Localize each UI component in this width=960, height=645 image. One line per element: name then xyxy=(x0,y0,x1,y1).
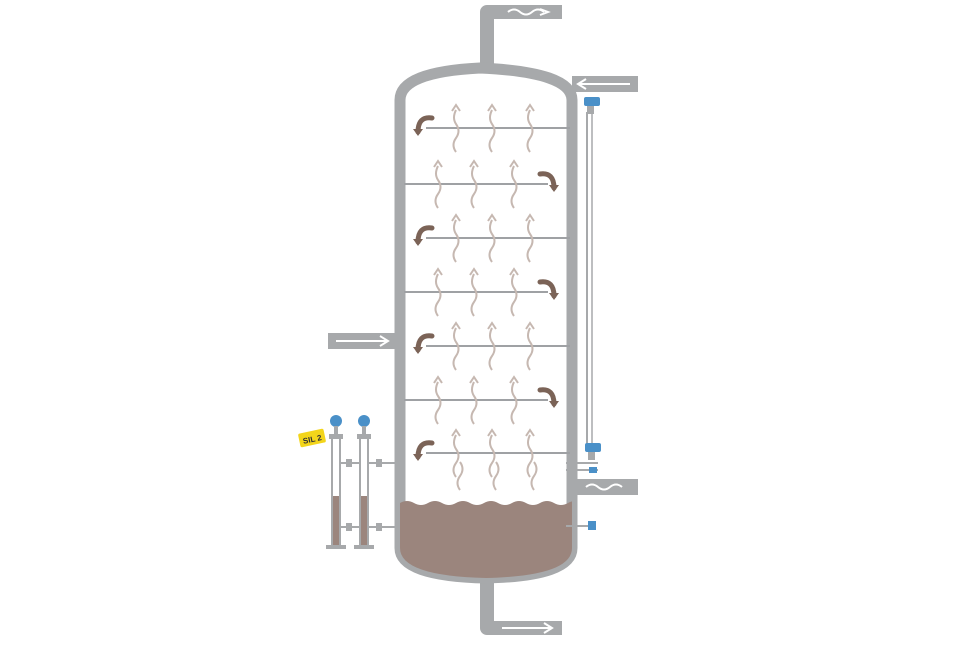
wavy-arrow-icon xyxy=(488,109,496,153)
wavy-arrow-head-icon xyxy=(509,159,519,168)
temperature-sensor-icon xyxy=(588,521,596,530)
wavy-arrow-icon xyxy=(510,273,518,317)
valve-icon xyxy=(589,467,597,473)
reboiler-wave-icon xyxy=(585,483,623,491)
wavy-arrow-icon xyxy=(530,461,538,491)
wavy-arrow-head-icon xyxy=(451,103,461,112)
reflux-inlet-pipe xyxy=(572,76,638,92)
wavy-arrow-head-icon xyxy=(487,428,497,437)
wavy-arrow-head-icon xyxy=(487,321,497,330)
wavy-arrow-head-icon xyxy=(525,428,535,437)
wavy-arrow-icon xyxy=(488,327,496,371)
transmitter-neck xyxy=(334,426,338,438)
tray-stack xyxy=(404,103,570,491)
wavy-arrow-icon xyxy=(526,109,534,153)
wavy-arrow-icon xyxy=(526,219,534,263)
wavy-arrow-head-icon xyxy=(487,103,497,112)
wavy-arrow-head-icon xyxy=(469,159,479,168)
wavy-arrow-head-icon xyxy=(451,213,461,222)
wavy-arrow-icon xyxy=(470,381,478,425)
gauge-base xyxy=(326,545,346,549)
wavy-arrow-icon xyxy=(526,327,534,371)
wavy-arrow-icon xyxy=(492,461,500,491)
left-level-gauges xyxy=(326,415,400,549)
reflux-inlet-arrow-icon xyxy=(576,78,630,90)
wavy-arrow-icon xyxy=(452,434,460,478)
curved-arrow-head-icon xyxy=(413,239,423,246)
curved-arrow-head-icon xyxy=(549,185,559,192)
wavy-arrow-icon xyxy=(488,219,496,263)
feed-arrow-icon xyxy=(336,335,390,347)
sight-glass-level xyxy=(361,496,367,545)
wavy-arrow-icon xyxy=(434,381,442,425)
curved-arrow-head-icon xyxy=(549,401,559,408)
wavy-arrow-head-icon xyxy=(433,267,443,276)
top-outlet-pipe xyxy=(480,5,562,70)
vapor-outlet-wave-icon xyxy=(507,8,545,16)
wavy-arrow-head-icon xyxy=(451,428,461,437)
wavy-arrow-head-icon xyxy=(525,321,535,330)
sight-glass-level xyxy=(333,496,339,545)
isolation-valve-icon xyxy=(346,523,352,531)
wavy-arrow-icon xyxy=(470,273,478,317)
curved-arrow-head-icon xyxy=(413,454,423,461)
gauge-base xyxy=(354,545,374,549)
level-transmitter-icon xyxy=(358,415,370,427)
wavy-arrow-icon xyxy=(526,434,534,478)
wavy-arrow-icon xyxy=(470,165,478,209)
level-transmitter-icon xyxy=(585,443,601,460)
wavy-arrow-icon xyxy=(488,434,496,478)
transmitter-neck xyxy=(362,426,366,438)
wavy-arrow-icon xyxy=(452,327,460,371)
curved-arrow-head-icon xyxy=(413,347,423,354)
wavy-arrow-icon xyxy=(510,381,518,425)
wavy-arrow-icon xyxy=(452,109,460,153)
bottoms-arrow-icon xyxy=(502,622,554,634)
wavy-arrow-icon xyxy=(456,461,464,491)
right-level-instrument xyxy=(566,97,601,530)
reboiler-return-pipe xyxy=(572,479,638,495)
wavy-arrow-head-icon xyxy=(451,321,461,330)
wavy-arrow-icon xyxy=(452,219,460,263)
gauge-cap xyxy=(357,434,371,439)
wavy-arrow-head-icon xyxy=(469,375,479,384)
curved-arrow-head-icon xyxy=(549,293,559,300)
outlet-arrow-icon xyxy=(539,8,551,16)
wavy-arrow-head-icon xyxy=(509,375,519,384)
curved-arrow-head-icon xyxy=(413,129,423,136)
isolation-valve-icon xyxy=(376,459,382,467)
wavy-arrow-head-icon xyxy=(487,213,497,222)
wavy-arrow-head-icon xyxy=(433,159,443,168)
wavy-arrow-icon xyxy=(434,165,442,209)
level-transmitter-icon xyxy=(584,97,600,114)
sil-label: SIL 2 xyxy=(302,433,323,446)
sil-badge: SIL 2 xyxy=(298,428,326,448)
wavy-arrow-head-icon xyxy=(509,267,519,276)
wavy-arrow-head-icon xyxy=(469,267,479,276)
level-transmitter-icon xyxy=(330,415,342,427)
gauge-cap xyxy=(329,434,343,439)
isolation-valve-icon xyxy=(376,523,382,531)
wavy-arrow-icon xyxy=(510,165,518,209)
wavy-arrow-head-icon xyxy=(525,213,535,222)
wavy-arrow-head-icon xyxy=(433,375,443,384)
isolation-valve-icon xyxy=(346,459,352,467)
wavy-arrow-head-icon xyxy=(525,103,535,112)
bottom-outlet-pipe xyxy=(480,576,562,635)
feed-inlet-pipe xyxy=(328,333,402,349)
wavy-arrow-icon xyxy=(434,273,442,317)
